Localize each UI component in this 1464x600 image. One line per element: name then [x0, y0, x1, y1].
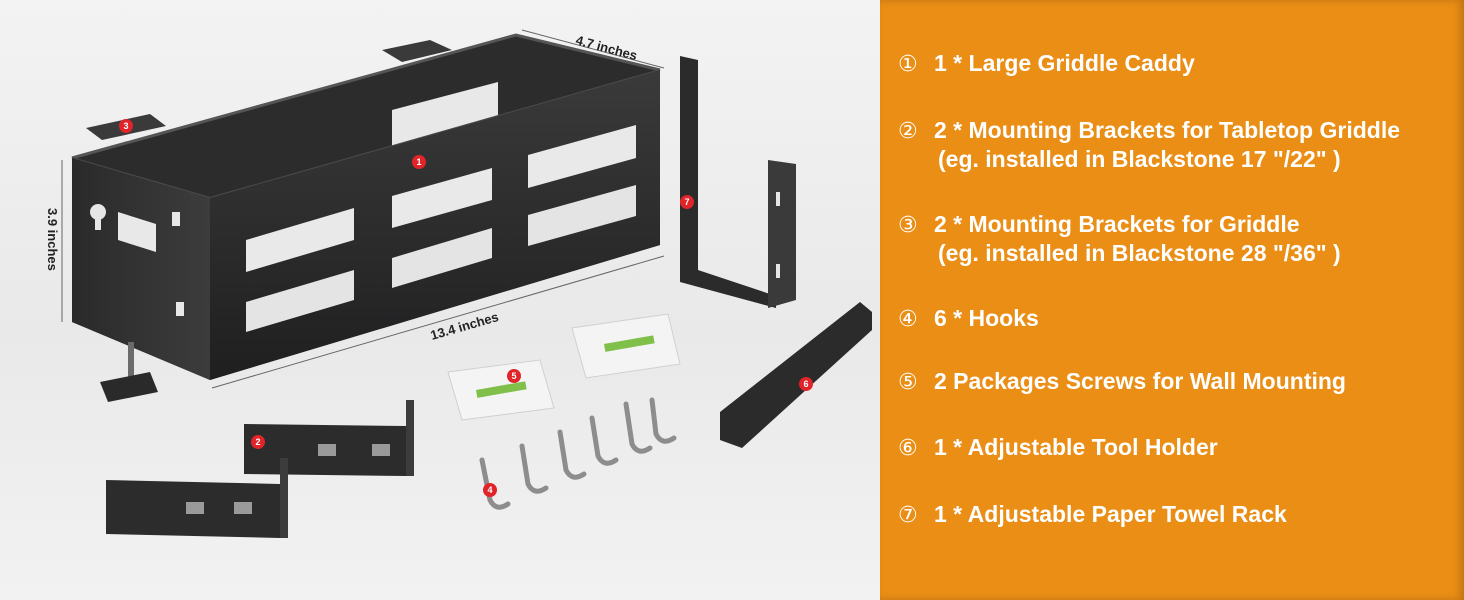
badge-4: 4 — [483, 483, 497, 497]
badge-6: 6 — [799, 377, 813, 391]
content-item-1: ① 1 * Large Griddle Caddy — [898, 50, 1195, 77]
badge-7: 7 — [680, 195, 694, 209]
badge-5: 5 — [507, 369, 521, 383]
content-item-6: ⑥ 1 * Adjustable Tool Holder — [898, 434, 1218, 461]
item-number: ⑤ — [898, 370, 918, 395]
dimension-lines — [61, 29, 665, 389]
content-item-4: ④ 6 * Hooks — [898, 305, 1039, 332]
content-item-7: ⑦ 1 * Adjustable Paper Towel Rack — [898, 501, 1287, 528]
item-number: ⑦ — [898, 503, 918, 528]
product-drawing: 4.7 inches 3.9 inches 13.4 inches — [45, 29, 872, 538]
part-badges: 1 2 3 4 5 — [119, 119, 813, 497]
svg-text:6: 6 — [803, 379, 808, 389]
package-contents-panel: ① 1 * Large Griddle Caddy ② 2 * Mounting B… — [880, 0, 1464, 600]
item-number: ③ — [898, 213, 918, 238]
screw-packages — [447, 313, 681, 421]
svg-text:5: 5 — [511, 371, 516, 381]
svg-text:4: 4 — [487, 485, 492, 495]
item-number: ① — [898, 52, 918, 77]
svg-text:3: 3 — [123, 121, 128, 131]
product-illustration: 4.7 inches 3.9 inches 13.4 inches — [0, 0, 880, 600]
item-subtext: (eg. installed in Blackstone 17 "/22" ) — [938, 146, 1341, 172]
item-text: 2 * Mounting Brackets for Tabletop Gridd… — [934, 117, 1401, 143]
item-text: 1 * Adjustable Tool Holder — [934, 434, 1218, 460]
height-dimension-label: 3.9 inches — [45, 208, 60, 271]
item-subtext: (eg. installed in Blackstone 28 "/36" ) — [938, 240, 1341, 266]
paper-towel-rack — [680, 56, 796, 308]
hooks — [479, 397, 677, 510]
content-item-2: ② 2 * Mounting Brackets for Tabletop Grid… — [898, 117, 1400, 173]
item-text: 1 * Adjustable Paper Towel Rack — [934, 501, 1287, 527]
svg-text:2: 2 — [255, 437, 260, 447]
item-text: 6 * Hooks — [934, 305, 1039, 331]
badge-2: 2 — [251, 435, 265, 449]
svg-text:7: 7 — [684, 197, 689, 207]
badge-1: 1 — [412, 155, 426, 169]
content-item-3: ③ 2 * Mounting Brackets for Griddle (eg. … — [898, 211, 1341, 267]
tool-holder — [720, 302, 872, 448]
badge-3: 3 — [119, 119, 133, 133]
item-number: ⑥ — [898, 436, 918, 461]
item-number: ② — [898, 119, 918, 144]
svg-text:1: 1 — [416, 157, 421, 167]
item-text: 2 Packages Screws for Wall Mounting — [934, 368, 1346, 394]
item-text: 2 * Mounting Brackets for Griddle — [934, 211, 1300, 237]
tabletop-brackets — [106, 400, 414, 538]
item-number: ④ — [898, 307, 918, 332]
content-item-5: ⑤ 2 Packages Screws for Wall Mounting — [898, 368, 1346, 395]
item-text: 1 * Large Griddle Caddy — [934, 50, 1195, 76]
griddle-caddy — [71, 33, 661, 402]
